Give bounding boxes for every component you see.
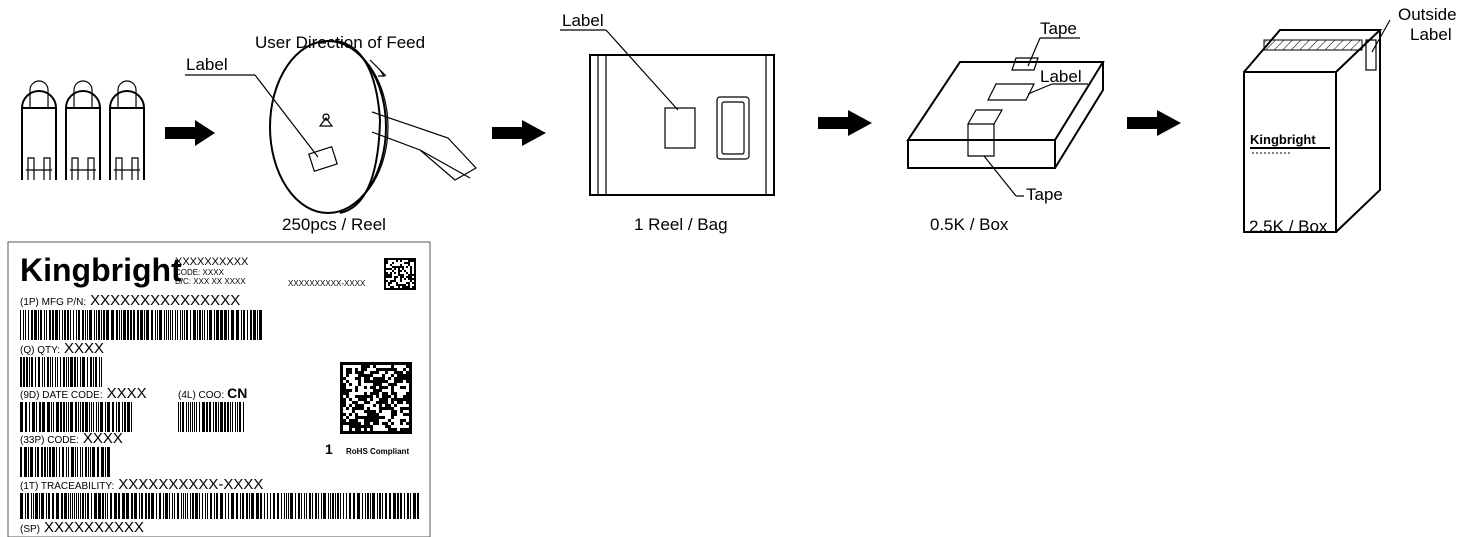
svg-text:(9D) DATE CODE:XXXX: (9D) DATE CODE: XXXX <box>20 385 147 402</box>
inner-box-icon <box>906 37 1105 197</box>
box-tape-top-text: Tape <box>1040 19 1077 38</box>
reel-icon <box>269 40 477 214</box>
outer-box-icon <box>1243 19 1391 233</box>
reel-label-callout-text: Label <box>186 55 228 74</box>
inner-box-caption: 0.5K / Box <box>930 215 1009 234</box>
barcode-coo <box>178 402 244 432</box>
flow-arrow-icon <box>165 120 215 146</box>
barcode-qty <box>20 357 102 387</box>
svg-text:(1T) TRACEABILITY:XXXXXXXXXX-X: (1T) TRACEABILITY: XXXXXXXXXX-XXXX <box>20 476 263 493</box>
code-prefix: (33P) CODE: <box>20 435 79 446</box>
qty-value: XXXX <box>64 340 104 357</box>
sp-prefix: (SP) <box>20 524 40 535</box>
barcode-date <box>20 402 132 432</box>
svg-text:(4L) COO:CN: (4L) COO:CN <box>178 385 247 401</box>
reel-label-callout <box>185 74 319 158</box>
date-value: XXXX <box>107 385 147 402</box>
reel-title: User Direction of Feed <box>255 33 425 52</box>
label-sample: Kingbright XXXXXXXXXX CODE: XXXX D/C: XX… <box>7 241 431 537</box>
label-header-code: XXXXXXXXXX <box>175 256 249 268</box>
datamatrix-icon <box>340 362 412 434</box>
rank-number: 1 <box>325 441 333 457</box>
box-tape-bottom-text: Tape <box>1026 185 1063 204</box>
date-prefix: (9D) DATE CODE: <box>20 390 103 401</box>
outside-label-text: Label <box>1410 25 1452 44</box>
qr-code-icon <box>384 258 416 290</box>
flow-arrow-icon <box>492 120 546 146</box>
led-components-icon <box>21 80 145 180</box>
mfg-value: XXXXXXXXXXXXXXX <box>90 292 240 309</box>
qty-prefix: (Q) QTY: <box>20 345 60 356</box>
code-value: XXXX <box>83 430 123 447</box>
trace-prefix: (1T) TRACEABILITY: <box>20 481 114 492</box>
rohs-text: RoHS Compliant <box>346 447 409 456</box>
svg-text:(33P) CODE:XXXX: (33P) CODE: XXXX <box>20 430 123 447</box>
barcode-trace <box>20 493 419 519</box>
svg-text:(SP)XXXXXXXXXX: (SP) XXXXXXXXXX <box>20 519 144 536</box>
bag-icon <box>560 29 775 196</box>
coo-value: CN <box>227 385 247 401</box>
barcode-code <box>20 447 110 477</box>
bag-caption: 1 Reel / Bag <box>634 215 728 234</box>
trace-value: XXXXXXXXXX-XXXX <box>118 476 263 493</box>
outer-box-brand: Kingbright <box>1250 132 1316 147</box>
box-label-text: Label <box>1040 67 1082 86</box>
label-code-line: CODE: XXXX <box>175 268 225 277</box>
outside-text: Outside <box>1398 5 1457 24</box>
flow-arrow-icon <box>818 110 872 136</box>
bag-label-callout-text: Label <box>562 11 604 30</box>
label-side-code: XXXXXXXXXX-XXXX <box>288 279 366 288</box>
svg-text:(Q) QTY:XXXX: (Q) QTY: XXXX <box>20 340 104 357</box>
barcode-mfg <box>20 310 262 340</box>
flow-arrow-icon <box>1127 110 1181 136</box>
sp-value: XXXXXXXXXX <box>44 519 144 536</box>
coo-prefix: (4L) COO: <box>178 390 224 401</box>
mfg-prefix: (1P) MFG P/N: <box>20 297 86 308</box>
reel-caption: 250pcs / Reel <box>282 215 386 234</box>
label-dc-line: D/C: XXX XX XXXX <box>175 277 246 286</box>
label-brand: Kingbright <box>20 252 182 288</box>
svg-text:(1P) MFG P/N:XXXXXXXXXXXXXXX: (1P) MFG P/N: XXXXXXXXXXXXXXX <box>20 292 240 309</box>
outer-box-caption: 2.5K / Box <box>1249 217 1328 236</box>
